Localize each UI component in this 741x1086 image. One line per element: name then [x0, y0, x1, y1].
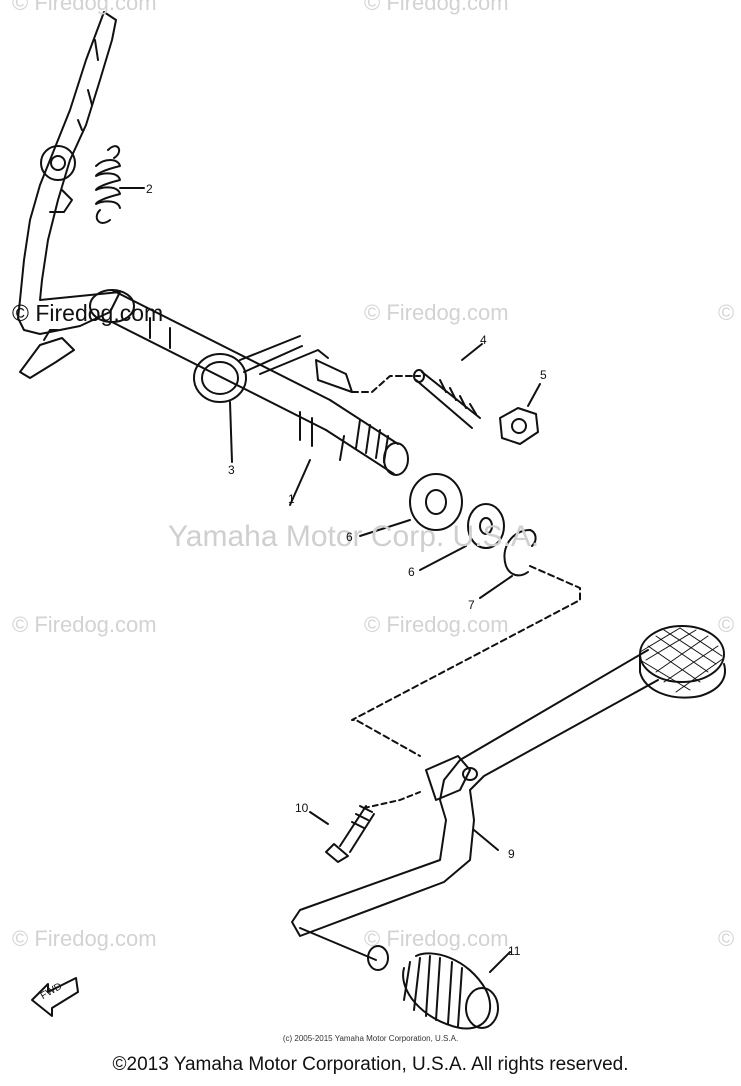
- collar-part-3: [193, 335, 329, 463]
- callout-3: 3: [228, 463, 235, 477]
- callout-10: 10: [295, 801, 309, 815]
- footpeg-part-11: [402, 951, 511, 1030]
- callout-11: 11: [508, 944, 521, 958]
- fwd-arrow-icon: [31, 977, 79, 1017]
- shaft-part-1: [89, 289, 409, 506]
- callout-5: 5: [540, 368, 547, 382]
- callout-9: 9: [508, 847, 515, 861]
- watermark-firedog: © Firedog.com: [12, 0, 157, 15]
- callout-6b: 6: [408, 565, 415, 579]
- bolt-part-10: [309, 805, 375, 863]
- nut-part-5: [499, 383, 541, 445]
- stand-arm: [17, 11, 121, 379]
- spring-part-2: [95, 145, 145, 224]
- watermark-firedog: © Firedog.com: [364, 926, 509, 951]
- footer-copyright: ©2013 Yamaha Motor Corporation, U.S.A. A…: [112, 1054, 629, 1075]
- callout-6a: 6: [346, 530, 353, 544]
- pedal-pad: [639, 625, 726, 699]
- watermark-corner: ©: [718, 926, 735, 951]
- pedal-part-9: [291, 649, 659, 971]
- watermark-firedog: © Firedog.com: [364, 0, 509, 15]
- watermark-firedog: © Firedog.com: [12, 612, 157, 637]
- callout-2: 2: [146, 182, 153, 196]
- watermark-firedog: © Firedog.com: [364, 612, 509, 637]
- callout-7: 7: [468, 598, 475, 612]
- washer-part-6: [419, 503, 505, 571]
- callout-4: 4: [480, 333, 487, 347]
- small-copyright: (c) 2005-2015 Yamaha Motor Corporation, …: [282, 1034, 459, 1043]
- watermark-corner: ©: [718, 300, 735, 325]
- pin-part-4: [315, 343, 483, 429]
- watermark-corner: ©: [718, 612, 735, 637]
- callout-1: 1: [288, 492, 295, 506]
- watermark-firedog: © Firedog.com: [12, 300, 164, 326]
- watermark-firedog: © Firedog.com: [364, 300, 509, 325]
- watermark-firedog: © Firedog.com: [12, 926, 157, 951]
- watermark-center: Yamaha Motor Corp. U.S.A.: [168, 520, 540, 553]
- washer-part-8: [359, 473, 463, 537]
- circlip-part-7: [351, 529, 581, 757]
